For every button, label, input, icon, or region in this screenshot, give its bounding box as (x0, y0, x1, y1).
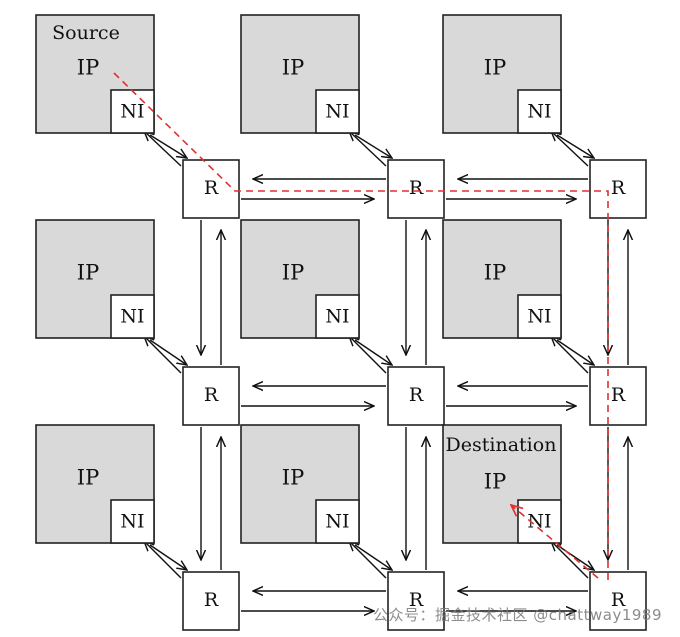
ni-label: NI (527, 511, 551, 533)
ni-label: NI (325, 101, 349, 123)
route-layer (113, 72, 609, 580)
ip-label: IP (282, 56, 304, 80)
ni-router-link-out (556, 339, 594, 365)
router-label: R (409, 589, 424, 611)
router-box (182, 366, 240, 426)
router-label: R (409, 177, 424, 199)
tile-1-1: IP NI R (240, 219, 445, 426)
tile-2-1: IP NI R (240, 424, 445, 631)
ni-router-link-out (149, 134, 187, 158)
network-interface-box (517, 89, 562, 134)
router-label: R (204, 384, 219, 406)
network-interface-box (517, 499, 562, 544)
ni-router-link-out (149, 544, 187, 570)
tile-0-2: IP NI R (442, 14, 647, 219)
tile-1-0: IP NI R (35, 219, 240, 426)
tile-0-1: IP NI R (240, 14, 445, 219)
router-box (387, 571, 445, 631)
router-label: R (611, 384, 626, 406)
ni-label: NI (325, 511, 349, 533)
router-label: R (611, 177, 626, 199)
ni-router-link-in (144, 131, 182, 167)
ni-router-link-out (354, 134, 392, 158)
network-interface-box (110, 294, 155, 339)
ni-router-link-in (551, 541, 589, 579)
ip-label: IP (77, 261, 99, 285)
source-label: Source (52, 22, 120, 44)
ni-router-link-out (149, 339, 187, 365)
network-interface-box (315, 294, 360, 339)
network-interface-box (315, 89, 360, 134)
network-interface-box (315, 499, 360, 544)
router-box (182, 571, 240, 631)
ip-label: IP (484, 470, 506, 494)
ip-label: IP (282, 261, 304, 285)
route-arrow-to-destination (511, 505, 599, 579)
ni-label: NI (527, 306, 551, 328)
network-interface-box (110, 89, 155, 134)
ni-router-link-in (144, 336, 182, 374)
network-interface-box (110, 499, 155, 544)
router-box (589, 571, 647, 631)
router-label: R (611, 589, 626, 611)
destination-label: Destination (446, 434, 557, 456)
ni-router-link-out (354, 339, 392, 365)
ni-router-link-in (349, 336, 387, 374)
ip-label: IP (77, 56, 99, 80)
ip-label: IP (484, 261, 506, 285)
router-box (182, 159, 240, 219)
ni-router-link-in (349, 131, 387, 167)
ni-router-link-in (349, 541, 387, 579)
ip-label: IP (282, 466, 304, 490)
ni-router-link-in (551, 336, 589, 374)
ni-label: NI (120, 511, 144, 533)
router-label: R (204, 177, 219, 199)
ni-router-link-in (144, 541, 182, 579)
network-interface-box (517, 294, 562, 339)
watermark-text: 公众号：掘金技术社区 @chattway1989 (373, 606, 662, 624)
router-label: R (409, 384, 424, 406)
ni-router-link-in (551, 131, 589, 167)
tile-1-2: IP NI R (442, 219, 647, 426)
router-box (387, 159, 445, 219)
route-path-dashed (113, 72, 609, 580)
ip-label: IP (484, 56, 506, 80)
ni-router-link-out (354, 544, 392, 570)
ni-label: NI (120, 306, 144, 328)
ip-label: IP (77, 466, 99, 490)
router-box (589, 366, 647, 426)
router-label: R (204, 589, 219, 611)
ni-router-link-out (556, 134, 594, 158)
tile-2-0: IP NI R (35, 424, 240, 631)
router-box (387, 366, 445, 426)
ni-label: NI (527, 101, 551, 123)
router-box (589, 159, 647, 219)
ni-router-link-out (556, 544, 594, 570)
ni-label: NI (325, 306, 349, 328)
ni-label: NI (120, 101, 144, 123)
